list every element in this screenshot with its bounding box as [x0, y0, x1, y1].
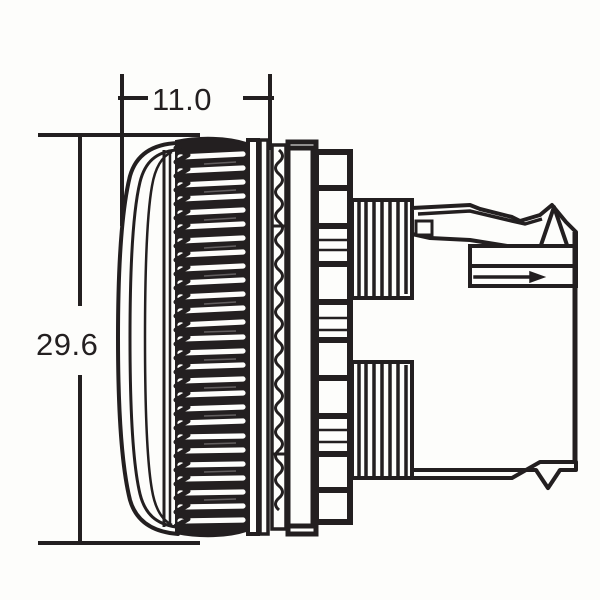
thread-shade-hints — [203, 161, 237, 501]
lower-latch-arm — [410, 460, 578, 490]
dimension-label-width: 11.0 — [152, 82, 212, 117]
upper-hub-flutes — [357, 200, 408, 298]
front-bezel — [116, 141, 180, 536]
housing-block-upper — [468, 244, 578, 288]
lower-snap-latch — [410, 460, 578, 490]
bezel-inner-contour-b — [143, 150, 173, 527]
ladder-rungs — [316, 185, 350, 493]
part-geometry-group — [116, 136, 578, 538]
body-upper-skirt — [285, 139, 319, 152]
lower-fluted-hub — [350, 360, 414, 480]
thread-crest-slits — [177, 151, 246, 524]
body-lower-skirt — [285, 522, 319, 537]
upper-snap-latch — [410, 203, 578, 252]
threaded-barrel — [173, 136, 247, 538]
knurl-serration-chain — [274, 148, 284, 512]
collar-strips — [246, 138, 270, 536]
thread-root-profile — [173, 145, 191, 529]
lower-hub-flutes — [357, 362, 408, 478]
bezel-inner-contour-a — [128, 148, 177, 529]
collar-strip-second — [258, 138, 270, 536]
collar-strip-first — [246, 138, 260, 536]
dimension-label-height: 29.6 — [36, 327, 98, 362]
upper-latch-inner-line — [417, 209, 543, 226]
upper-latch-root-notch — [414, 219, 434, 237]
lower-latch-v-notch — [534, 468, 562, 490]
upper-latch-arm — [410, 203, 578, 252]
upper-fluted-hub — [350, 198, 414, 300]
ladder-rungs-thin — [316, 238, 350, 444]
dimension-lines-group — [38, 74, 274, 545]
ladder-body — [310, 149, 353, 525]
housing-upper-arrow — [473, 270, 547, 284]
